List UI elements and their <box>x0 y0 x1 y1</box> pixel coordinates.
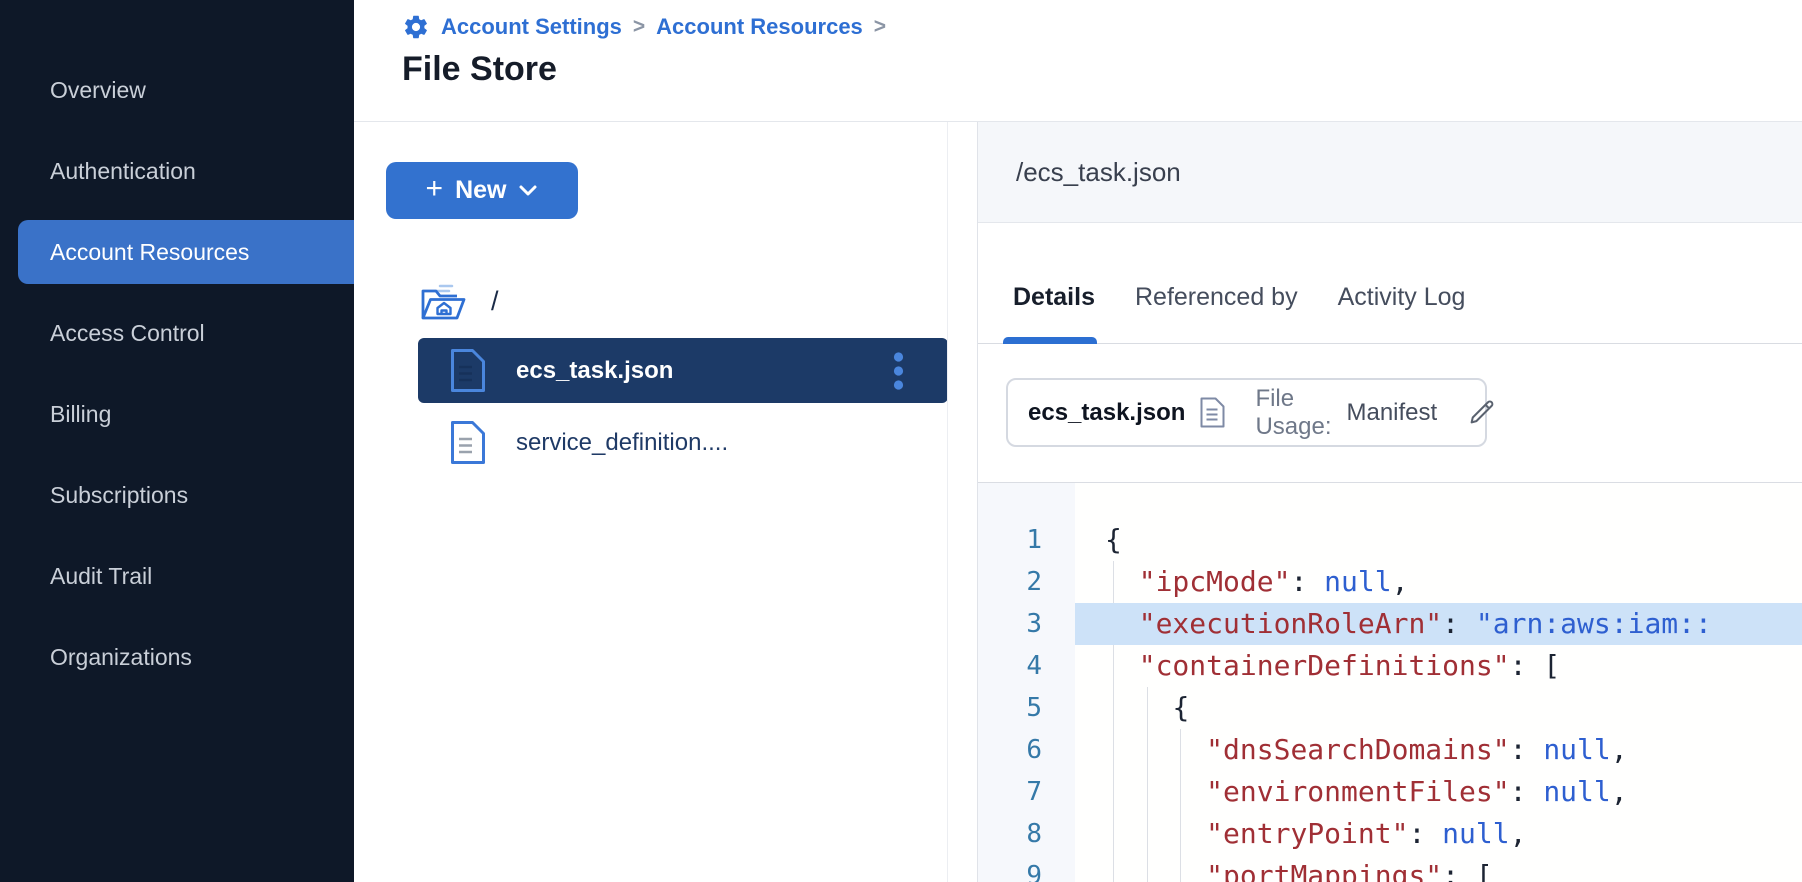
line-number: 5 <box>1026 693 1042 723</box>
new-button-label: New <box>455 176 507 204</box>
line-number: 9 <box>1026 861 1042 882</box>
code-line-6: "dnsSearchDomains": null, <box>1206 733 1628 766</box>
indent-guide <box>1147 687 1148 882</box>
line-number: 4 <box>1026 651 1042 681</box>
line-number: 7 <box>1026 777 1042 807</box>
indent-guide <box>1180 729 1181 882</box>
code-editor[interactable]: 1 2 3 4 5 6 7 8 9 { "ipcMode": null, "executionR… <box>978 482 1802 882</box>
code-line-5: { <box>1172 691 1190 724</box>
code-line-7: "environmentFiles": null, <box>1206 775 1628 808</box>
line-number: 1 <box>1026 525 1042 555</box>
tab-activity-log[interactable]: Activity Log <box>1337 283 1466 311</box>
code-line-2: "ipcMode": null, <box>1138 565 1409 598</box>
file-usage-card: ecs_task.json File Usage: Manifest <box>1006 378 1494 447</box>
breadcrumb-separator: > <box>632 15 646 38</box>
file-icon <box>450 348 486 393</box>
line-number-gutter: 1 2 3 4 5 6 7 8 9 <box>978 483 1075 882</box>
sidebar-item-subscriptions[interactable]: Subscriptions <box>50 481 189 508</box>
document-icon <box>1200 397 1225 428</box>
file-path: /ecs_task.json <box>1016 156 1181 187</box>
breadcrumb-link-account-resources[interactable]: Account Resources <box>656 14 863 39</box>
file-usage-label: File Usage: <box>1255 384 1332 440</box>
file-icon <box>450 420 486 465</box>
plus-icon: + <box>425 171 444 205</box>
sidebar-item-account-resources[interactable]: Account Resources <box>18 220 354 284</box>
line-number: 2 <box>1026 567 1042 597</box>
sidebar-item-organizations[interactable]: Organizations <box>50 643 192 670</box>
sidebar-item-billing[interactable]: Billing <box>50 400 112 427</box>
edit-usage-button[interactable] <box>1466 398 1496 428</box>
pencil-icon <box>1466 398 1496 428</box>
line-number: 6 <box>1026 735 1042 765</box>
file-usage-value: Manifest <box>1346 398 1438 426</box>
detail-tabs: Details Referenced by Activity Log <box>978 223 1802 344</box>
code-line-4: "containerDefinitions": [ <box>1138 649 1561 682</box>
file-detail-panel: /ecs_task.json Details Referenced by Activ… <box>978 122 1802 882</box>
new-button[interactable]: + New <box>386 162 578 219</box>
breadcrumb-separator: > <box>873 15 887 38</box>
gear-icon <box>402 13 430 41</box>
sidebar-item-overview[interactable]: Overview <box>50 76 146 103</box>
file-path-header: /ecs_task.json <box>978 122 1802 223</box>
home-folder-icon <box>420 282 467 321</box>
panel-inner-rule <box>947 122 948 882</box>
code-line-9: "portMappings": [ <box>1206 859 1493 882</box>
chevron-down-icon <box>518 184 538 197</box>
breadcrumb: Account Settings > Account Resources > <box>402 13 1802 41</box>
tab-referenced-by[interactable]: Referenced by <box>1134 283 1298 311</box>
main-area: Account Settings > Account Resources > F… <box>354 0 1802 882</box>
file-list: ecs_task.json service_definition.... <box>418 338 948 482</box>
tab-details[interactable]: Details <box>1013 283 1095 311</box>
code-line-1: { <box>1105 523 1122 556</box>
root-folder-row[interactable]: / <box>420 282 499 321</box>
active-tab-underline <box>1003 337 1097 344</box>
file-row-ecs-task-json[interactable]: ecs_task.json <box>418 338 948 403</box>
page-title: File Store <box>402 50 557 88</box>
file-row-service-definition[interactable]: service_definition.... <box>418 410 948 475</box>
line-number: 8 <box>1026 819 1042 849</box>
content: + New / <box>354 122 1802 882</box>
file-name: ecs_task.json <box>516 356 674 384</box>
code-area: { "ipcMode": null, "executionRoleArn": "… <box>1075 483 1802 882</box>
code-line-8: "entryPoint": null, <box>1206 817 1527 850</box>
sidebar-item-authentication[interactable]: Authentication <box>50 157 196 184</box>
sidebar-item-access-control[interactable]: Access Control <box>50 319 205 346</box>
breadcrumb-link-account-settings[interactable]: Account Settings <box>441 14 622 39</box>
kebab-menu-icon[interactable] <box>893 350 904 392</box>
page-header: Account Settings > Account Resources > F… <box>354 0 1802 122</box>
root-path-label: / <box>491 286 499 316</box>
file-store-panel: + New / <box>354 122 978 882</box>
file-name: service_definition.... <box>516 428 729 456</box>
indent-guide <box>1113 561 1114 882</box>
file-card-name: ecs_task.json <box>1028 398 1186 426</box>
sidebar-item-audit-trail[interactable]: Audit Trail <box>50 562 153 589</box>
code-line-3: "executionRoleArn": "arn:aws:iam:: <box>1075 603 1802 645</box>
line-number: 3 <box>1026 609 1042 639</box>
